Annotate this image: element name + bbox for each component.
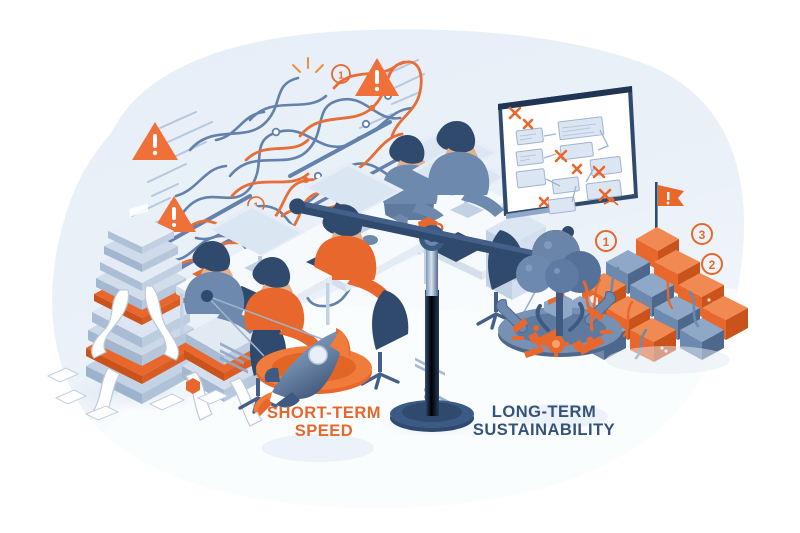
balance-scale — [201, 198, 622, 438]
scale-pan-left — [201, 290, 372, 416]
label-right-line1: LONG-TERM — [491, 403, 597, 421]
label-left-line2: SPEED — [294, 422, 354, 441]
label-long-term-sustainability: LONG-TERM SUSTAINABILITY — [462, 403, 626, 440]
pyramid-badge-2: 2 — [701, 253, 723, 275]
tree-icon — [516, 230, 601, 336]
pyramid-flag — [655, 182, 684, 228]
pyramid-badge-1: 1 — [595, 230, 617, 252]
label-right-line2: SUSTAINABILITY — [472, 421, 616, 440]
rocket-icon — [253, 328, 351, 416]
svg-text:1: 1 — [603, 235, 610, 249]
scale-pan-right — [496, 226, 622, 358]
label-short-term-speed: SHORT-TERM SPEED — [258, 404, 390, 441]
svg-text:3: 3 — [699, 228, 706, 242]
warning-triangle-icon — [132, 122, 178, 160]
warning-triangle-icon — [355, 58, 399, 96]
label-left-line1: SHORT-TERM — [266, 404, 382, 422]
flow-badge-1: 1 — [331, 64, 351, 84]
svg-text:1: 1 — [338, 71, 344, 82]
dev-front-left — [244, 257, 320, 350]
warning-triangle-icon — [152, 196, 196, 232]
whiteboard-flow — [508, 106, 623, 215]
svg-text:1: 1 — [253, 201, 258, 211]
cross-mark-icon — [508, 106, 612, 208]
svg-text:2: 2 — [709, 258, 716, 272]
spark-icon — [292, 57, 324, 73]
pyramid-badge-3: 3 — [691, 223, 713, 245]
whiteboard — [498, 86, 638, 219]
floor-shadows — [262, 346, 730, 462]
